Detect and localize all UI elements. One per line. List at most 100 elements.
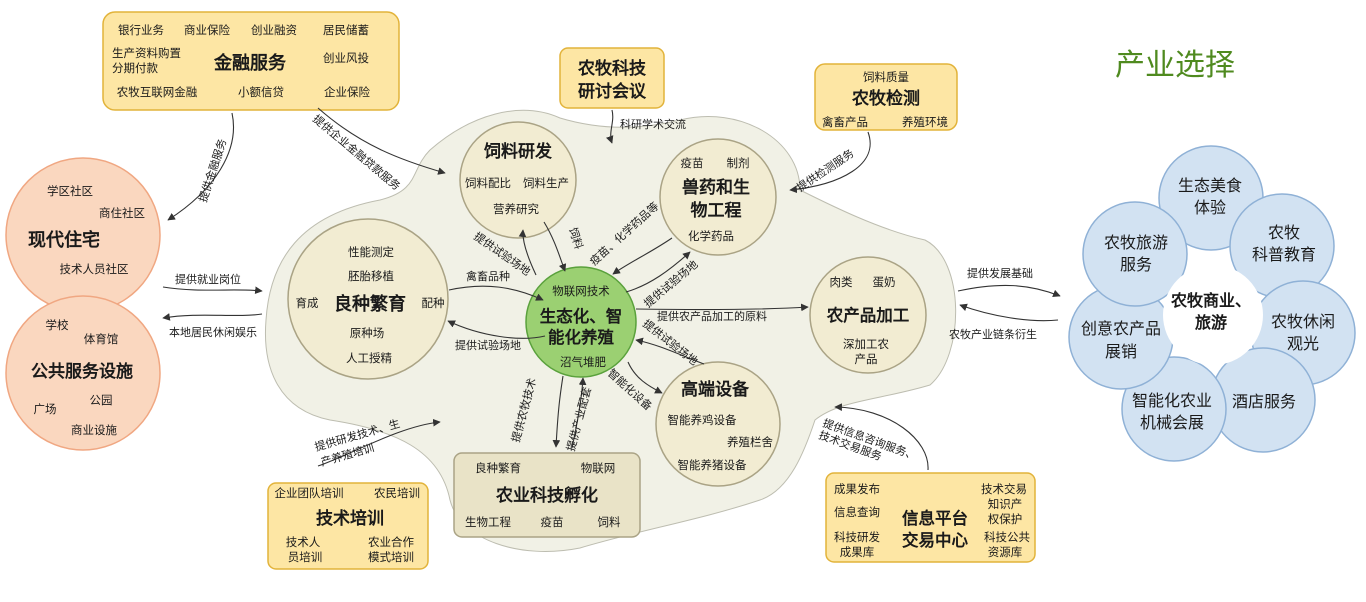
svg-text:饲料质量: 饲料质量 (863, 70, 909, 84)
finance-item: 商业保险 (184, 23, 230, 37)
svg-text:物联网: 物联网 (581, 461, 616, 475)
feed-rd-circle: 饲料研发 饲料配比 饲料生产 营养研究 (459, 121, 577, 239)
svg-text:体育馆: 体育馆 (84, 332, 119, 346)
finance-item: 企业保险 (324, 85, 370, 99)
svg-text:科技研发: 科技研发 (834, 530, 880, 544)
svg-text:智能化农业: 智能化农业 (1132, 391, 1212, 410)
svg-text:疫苗: 疫苗 (681, 156, 704, 170)
svg-text:生态美食: 生态美食 (1178, 176, 1242, 195)
svg-text:学区社区: 学区社区 (47, 184, 93, 198)
finance-item: 分期付款 (112, 61, 158, 75)
svg-text:产品: 产品 (855, 352, 878, 366)
svg-text:交易中心: 交易中心 (902, 530, 969, 550)
svg-text:胚胎移植: 胚胎移植 (348, 269, 394, 283)
svg-text:广场: 广场 (34, 402, 57, 416)
finance-item: 农牧互联网金融 (117, 85, 198, 99)
svg-text:饲料: 饲料 (566, 226, 586, 251)
technical-training-box: 企业团队培训 农民培训 技术培训 技术人 员培训 农业合作 模式培训 (267, 482, 429, 570)
svg-text:权保护: 权保护 (988, 512, 1023, 526)
svg-text:禽畜品种: 禽畜品种 (466, 269, 510, 283)
svg-text:公园: 公园 (90, 393, 113, 407)
svg-text:商住社区: 商住社区 (99, 206, 145, 220)
finance-item: 银行业务 (118, 23, 164, 37)
svg-text:机械会展: 机械会展 (1140, 413, 1204, 432)
svg-text:深加工农: 深加工农 (843, 337, 889, 351)
svg-text:农牧检测: 农牧检测 (851, 88, 920, 109)
svg-text:养殖环境: 养殖环境 (902, 115, 948, 129)
svg-text:人工授精: 人工授精 (346, 351, 392, 365)
finance-item: 创业融资 (251, 23, 297, 37)
svg-text:兽药和生: 兽药和生 (682, 177, 750, 198)
svg-text:智能养猪设备: 智能养猪设备 (678, 458, 747, 472)
svg-text:公共服务设施: 公共服务设施 (31, 361, 133, 382)
svg-text:疫苗: 疫苗 (541, 515, 564, 529)
svg-text:体验: 体验 (1194, 198, 1226, 217)
agri-tech-incubation-box: 良种繁育 物联网 农业科技孵化 生物工程 疫苗 饲料 (453, 452, 641, 538)
svg-text:制剂: 制剂 (727, 156, 750, 170)
svg-text:农民培训: 农民培训 (374, 486, 420, 500)
research-conference-box: 农牧科技 研讨会议 (559, 47, 665, 109)
svg-text:提供金融服务: 提供金融服务 (196, 137, 230, 204)
svg-text:饲料配比: 饲料配比 (465, 176, 511, 190)
svg-text:员培训: 员培训 (288, 550, 323, 564)
svg-text:学校: 学校 (46, 318, 69, 332)
svg-text:研讨会议: 研讨会议 (578, 81, 647, 102)
svg-text:能化养殖: 能化养殖 (548, 327, 615, 347)
svg-text:科普教育: 科普教育 (1252, 245, 1316, 264)
svg-text:提供企业金融贷款服务: 提供企业金融贷款服务 (310, 112, 403, 193)
finance-item: 居民储蓄 (323, 23, 369, 37)
high-end-equipment-circle: 高端设备 智能养鸡设备 养殖栏舍 智能养猪设备 (655, 361, 781, 487)
svg-text:提供发展基础: 提供发展基础 (967, 266, 1033, 280)
svg-text:蛋奶: 蛋奶 (873, 275, 896, 289)
svg-text:企业团队培训: 企业团队培训 (275, 486, 344, 500)
finance-box: 银行业务 商业保险 创业融资 居民储蓄 生产资料购置 分期付款 金融服务 创业风… (102, 11, 400, 111)
svg-text:现代住宅: 现代住宅 (28, 229, 100, 251)
svg-text:智能养鸡设备: 智能养鸡设备 (668, 413, 737, 427)
svg-text:农牧: 农牧 (1268, 223, 1300, 242)
svg-text:农业合作: 农业合作 (368, 535, 414, 549)
agri-processing-circle: 肉类 蛋奶 农产品加工 深加工农 产品 (809, 256, 927, 374)
svg-text:良种繁育: 良种繁育 (475, 461, 521, 475)
public-facilities-circle: 学校 体育馆 公共服务设施 公园 广场 商业设施 (5, 295, 161, 451)
svg-text:知识产: 知识产 (988, 497, 1023, 511)
svg-text:农牧科技: 农牧科技 (577, 58, 647, 79)
svg-text:本地居民休闲娱乐: 本地居民休闲娱乐 (169, 325, 257, 339)
svg-text:技术培训: 技术培训 (316, 508, 384, 529)
svg-text:提供就业岗位: 提供就业岗位 (175, 272, 241, 286)
svg-text:原种场: 原种场 (350, 326, 385, 340)
finance-item: 生产资料购置 (112, 46, 181, 60)
svg-text:物工程: 物工程 (691, 200, 742, 221)
svg-text:高端设备: 高端设备 (681, 379, 750, 400)
svg-text:提供农产品加工的原料: 提供农产品加工的原料 (657, 309, 767, 323)
svg-text:提供检测服务: 提供检测服务 (794, 146, 857, 195)
modern-housing-circle: 学区社区 商住社区 现代住宅 技术人员社区 (5, 157, 161, 313)
breeding-circle: 性能测定 胚胎移植 育成 良种繁育 配种 原种场 人工授精 (287, 218, 449, 380)
svg-text:肉类: 肉类 (830, 275, 853, 289)
svg-text:生物工程: 生物工程 (465, 515, 511, 529)
commerce-tourism-cluster: 生态美食 体验 农牧 科普教育 农牧休闲 观光 酒店服务 智能化农业 机械会展 … (1068, 145, 1356, 462)
svg-text:配种: 配种 (422, 296, 445, 310)
svg-text:农产品加工: 农产品加工 (826, 305, 910, 325)
svg-text:饲料: 饲料 (598, 515, 621, 529)
svg-text:农牧休闲: 农牧休闲 (1271, 312, 1335, 331)
svg-text:农牧商业、: 农牧商业、 (1170, 291, 1251, 310)
svg-text:旅游: 旅游 (1195, 313, 1227, 332)
finance-item: 小额信贷 (238, 85, 284, 99)
svg-text:生态化、智: 生态化、智 (540, 306, 623, 326)
svg-text:科研学术交流: 科研学术交流 (620, 117, 686, 131)
svg-text:物联网技术: 物联网技术 (552, 284, 610, 298)
svg-text:观光: 观光 (1287, 334, 1319, 353)
svg-text:饲料研发: 饲料研发 (483, 141, 553, 162)
svg-text:资源库: 资源库 (988, 545, 1023, 559)
svg-text:农业科技孵化: 农业科技孵化 (495, 485, 598, 506)
svg-text:提供试验场地: 提供试验场地 (455, 338, 521, 352)
finance-title: 金融服务 (213, 52, 287, 74)
svg-text:育成: 育成 (296, 296, 319, 310)
svg-text:服务: 服务 (1120, 255, 1152, 274)
svg-text:性能测定: 性能测定 (348, 245, 394, 259)
svg-text:技术人员社区: 技术人员社区 (60, 262, 129, 276)
svg-text:养殖栏舍: 养殖栏舍 (727, 435, 773, 449)
inspection-box: 饲料质量 农牧检测 禽畜产品 养殖环境 (814, 63, 958, 131)
svg-text:创意农产品: 创意农产品 (1081, 319, 1161, 338)
ecological-smart-farming-center: 物联网技术 生态化、智 能化养殖 沼气堆肥 (525, 266, 637, 378)
